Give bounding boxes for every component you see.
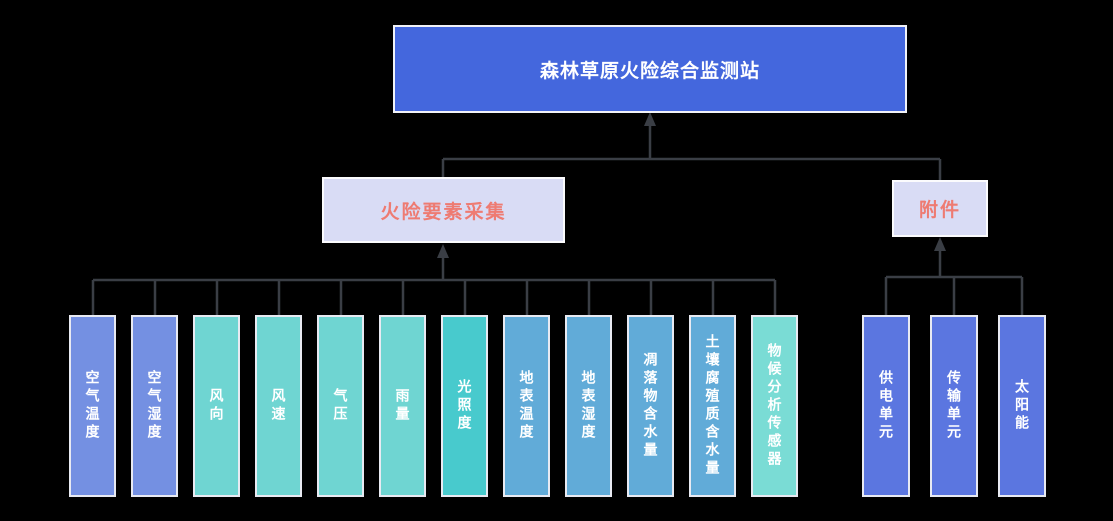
diagram-node-root: 森林草原火险综合监测站 [393, 25, 907, 113]
column-label: 空气湿度 [146, 370, 163, 442]
column-label: 地表湿度 [580, 370, 597, 442]
column-label: 风向 [208, 388, 225, 424]
diagram-node-column: 土壤腐殖质含水量 [689, 315, 736, 497]
column-label: 气压 [332, 388, 349, 424]
diagram-node-column: 空气湿度 [131, 315, 178, 497]
column-label: 空气温度 [84, 370, 101, 442]
diagram-node-column: 供电单元 [862, 315, 910, 497]
diagram-node-column: 光照度 [441, 315, 488, 497]
connector-path-right-group [884, 247, 1024, 316]
diagram-node-column: 风向 [193, 315, 240, 497]
column-label: 凋落物含水量 [642, 352, 659, 460]
arrow-up-icon [934, 237, 946, 251]
column-label: 地表温度 [518, 370, 535, 442]
column-label: 土壤腐殖质含水量 [704, 334, 721, 478]
column-group-fire-risk-elements: 空气温度 空气湿度 风向 风速 气压 雨量 光照度 地表温度 地表湿度 凋落物含水量 土壤腐殖质含水… [69, 315, 798, 497]
diagram-node-column: 传输单元 [930, 315, 978, 497]
diagram-node-accessories: 附件 [892, 180, 988, 237]
diagram-node-column: 地表湿度 [565, 315, 612, 497]
connector-path-root [441, 122, 942, 181]
column-label: 雨量 [394, 388, 411, 424]
arrow-up-icon [437, 244, 449, 258]
column-label: 物候分析传感器 [766, 343, 783, 469]
arrow-up-icon [644, 112, 656, 126]
diagram-node-column: 风速 [255, 315, 302, 497]
diagram-node-column: 凋落物含水量 [627, 315, 674, 497]
column-label: 风速 [270, 388, 287, 424]
column-label: 供电单元 [878, 370, 894, 442]
column-label: 传输单元 [946, 370, 962, 442]
diagram-node-column: 空气温度 [69, 315, 116, 497]
diagram-node-column: 雨量 [379, 315, 426, 497]
column-label: 太阳能 [1014, 379, 1030, 433]
branch-label: 火险要素采集 [380, 201, 507, 223]
diagram-node-column: 地表温度 [503, 315, 550, 497]
diagram-node-column: 太阳能 [998, 315, 1046, 497]
diagram-node-fire-risk-collection: 火险要素采集 [322, 177, 565, 243]
diagram-node-column: 物候分析传感器 [751, 315, 798, 497]
diagram-node-column: 气压 [317, 315, 364, 497]
column-group-accessories: 供电单元 传输单元 太阳能 [862, 315, 1046, 497]
root-label: 森林草原火险综合监测站 [539, 60, 760, 82]
connector-path-left-group [91, 254, 777, 316]
branch-label: 附件 [918, 200, 961, 221]
column-label: 光照度 [456, 379, 473, 433]
